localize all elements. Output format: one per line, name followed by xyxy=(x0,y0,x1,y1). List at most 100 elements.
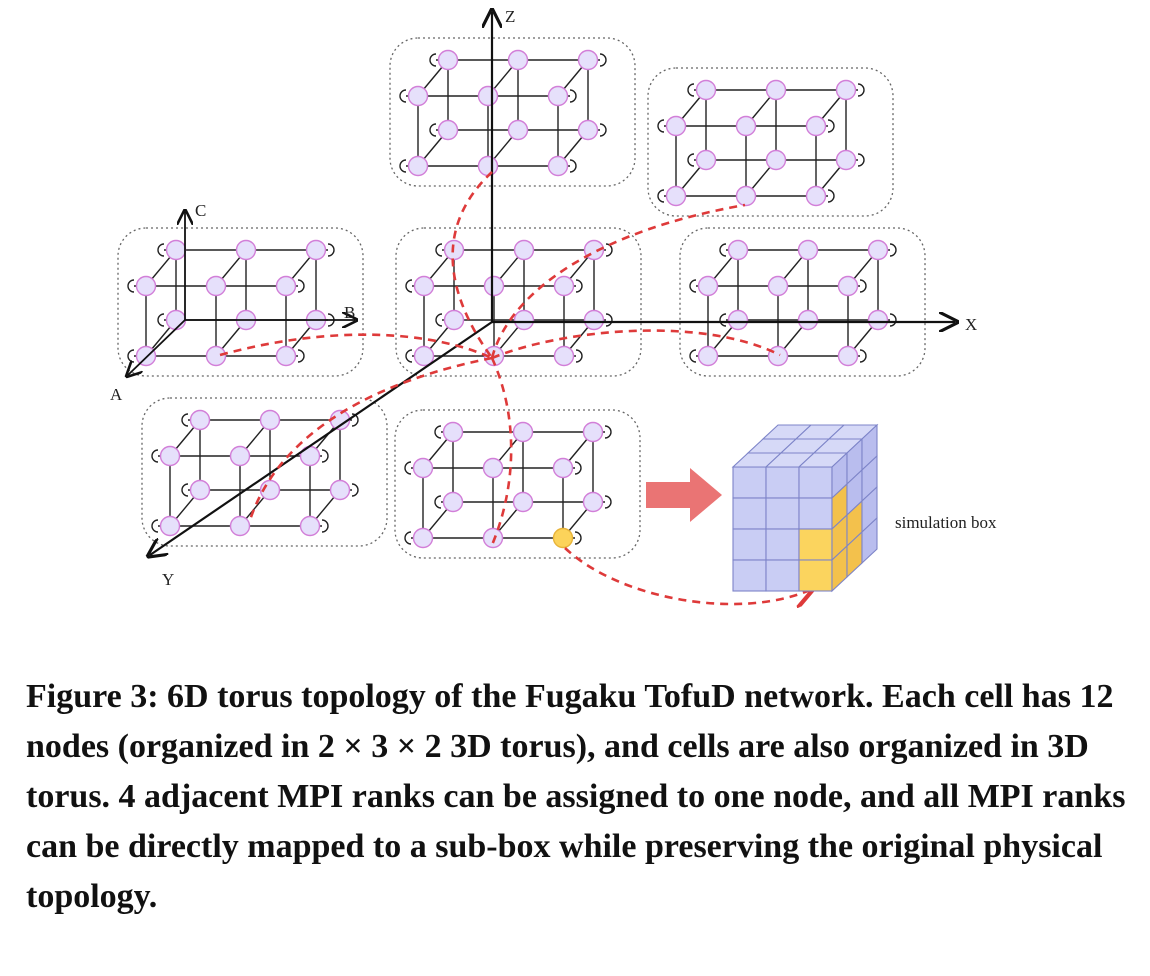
wrap-link xyxy=(575,349,583,363)
torus-node xyxy=(837,345,859,367)
wrap-link xyxy=(859,349,867,363)
torus-node xyxy=(695,149,717,171)
torus-node xyxy=(512,491,534,513)
wrap-link xyxy=(599,53,607,67)
wrap-link xyxy=(857,153,865,167)
torus-node xyxy=(547,85,569,107)
torus-node xyxy=(553,275,575,297)
torus-cell xyxy=(141,397,388,547)
wrap-link xyxy=(574,531,582,545)
wrap-link xyxy=(687,83,695,97)
torus-node xyxy=(329,479,351,501)
torus-node xyxy=(483,275,505,297)
simulation-box-cube xyxy=(731,423,879,593)
torus-node xyxy=(189,479,211,501)
torus-node xyxy=(553,345,575,367)
cube-cell xyxy=(732,497,767,530)
b-axis-label: B xyxy=(344,303,355,322)
torus-node xyxy=(135,275,157,297)
torus-cell xyxy=(647,67,894,217)
torus-node xyxy=(165,239,187,261)
wrap-link xyxy=(657,189,665,203)
wrap-link xyxy=(151,519,159,533)
cube-cell xyxy=(765,497,800,530)
torus-node xyxy=(442,491,464,513)
torus-node xyxy=(275,275,297,297)
torus-node xyxy=(477,85,499,107)
torus-node xyxy=(835,149,857,171)
cube-cell xyxy=(765,528,800,561)
wrap-link xyxy=(405,279,413,293)
wrap-link xyxy=(605,313,613,327)
torus-node xyxy=(407,155,429,177)
dashed-path-down xyxy=(490,357,513,546)
dashed-paths xyxy=(219,171,810,604)
torus-node xyxy=(443,309,465,331)
wrap-link xyxy=(181,483,189,497)
wrap-link xyxy=(127,349,135,363)
wrap-link xyxy=(429,123,437,137)
torus-node xyxy=(582,491,604,513)
caption-label: Figure 3: xyxy=(26,678,159,715)
torus-node xyxy=(412,527,434,549)
cube-cell xyxy=(732,528,767,561)
simulation-box-label: simulation box xyxy=(895,513,997,532)
wrap-link xyxy=(157,243,165,257)
wrap-link xyxy=(657,119,665,133)
cube-side-cell xyxy=(861,516,878,565)
torus-node xyxy=(135,345,157,367)
z-axis-label: Z xyxy=(505,7,515,26)
torus-node xyxy=(512,421,534,443)
torus-node xyxy=(413,345,435,367)
torus-node xyxy=(437,119,459,141)
torus-node xyxy=(275,345,297,367)
torus-node xyxy=(583,309,605,331)
torus-node xyxy=(867,239,889,261)
torus-cell xyxy=(395,227,642,377)
wrap-link xyxy=(575,279,583,293)
torus-node xyxy=(577,49,599,71)
torus-node xyxy=(867,309,889,331)
torus-node xyxy=(165,309,187,331)
cell-axes xyxy=(128,212,355,375)
torus-node xyxy=(229,445,251,467)
torus-node xyxy=(159,515,181,537)
wrap-link xyxy=(435,313,443,327)
torus-node xyxy=(697,345,719,367)
wrap-link xyxy=(434,425,442,439)
wrap-link xyxy=(429,53,437,67)
torus-node xyxy=(259,409,281,431)
torus-node xyxy=(797,239,819,261)
wrap-link xyxy=(297,279,305,293)
big-arrow xyxy=(646,468,722,522)
wrap-link xyxy=(399,159,407,173)
torus-node xyxy=(727,309,749,331)
wrap-link xyxy=(689,279,697,293)
wrap-link xyxy=(687,153,695,167)
torus-node xyxy=(442,421,464,443)
torus-node xyxy=(765,79,787,101)
torus-node xyxy=(697,275,719,297)
torus-node xyxy=(437,49,459,71)
torus-node xyxy=(767,275,789,297)
torus-node xyxy=(299,515,321,537)
torus-node xyxy=(727,239,749,261)
figure-diagram: Z X Y C B A simulation box xyxy=(110,7,997,640)
torus-node xyxy=(482,527,504,549)
torus-node xyxy=(765,149,787,171)
torus-node xyxy=(159,445,181,467)
wrap-link xyxy=(859,279,867,293)
torus-node xyxy=(552,457,574,479)
torus-node xyxy=(665,115,687,137)
wrap-link xyxy=(889,243,897,257)
torus-node xyxy=(482,457,504,479)
wrap-link xyxy=(857,83,865,97)
wrap-link xyxy=(405,349,413,363)
wrap-link xyxy=(569,89,577,103)
x-axis-label: X xyxy=(965,315,977,334)
wrap-link xyxy=(604,495,612,509)
wrap-link xyxy=(434,495,442,509)
torus-cell xyxy=(389,37,636,187)
torus-cell xyxy=(394,409,641,559)
wrap-link xyxy=(157,313,165,327)
